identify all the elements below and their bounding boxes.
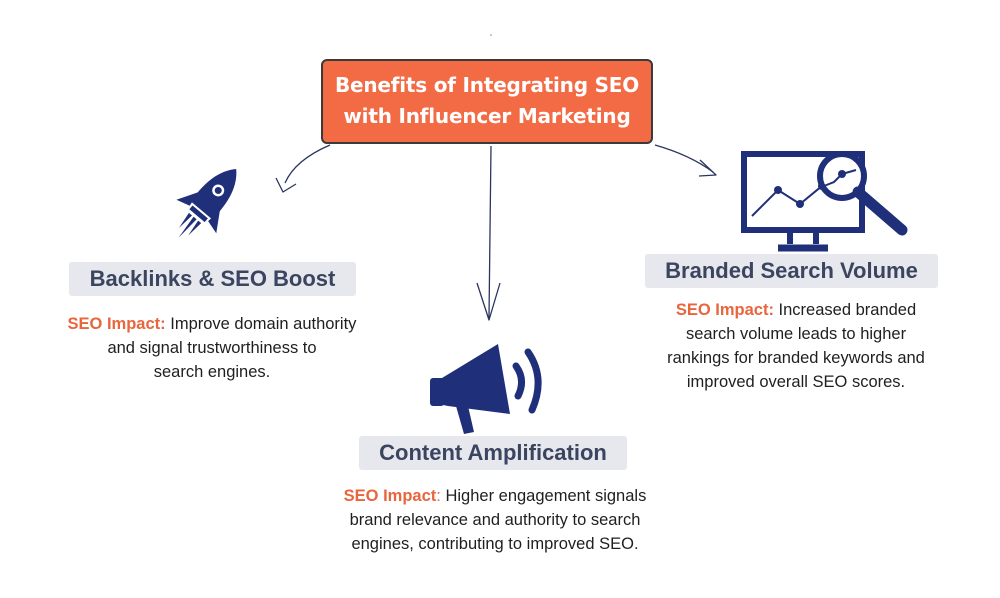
desc-backlinks: SEO Impact: Improve domain authority and… xyxy=(32,312,392,384)
impact-text-content-2: brand relevance and authority to search xyxy=(349,511,641,529)
megaphone-icon xyxy=(430,344,542,434)
impact-label-content: SEO Impact xyxy=(343,487,437,505)
title-line-1: Benefits of Integrating SEO xyxy=(334,73,640,97)
impact-colon-content: : xyxy=(436,487,441,505)
arrow-to-backlinks xyxy=(284,144,331,184)
arrow-to-content xyxy=(488,145,492,319)
heading-backlinks: Backlinks & SEO Boost xyxy=(69,262,356,296)
impact-text-branded-2: search volume leads to higher xyxy=(685,325,907,343)
rocket-icon xyxy=(176,168,237,238)
desc-branded-search: SEO Impact: Increased branded search vol… xyxy=(616,298,976,394)
impact-text-content-3: engines, contributing to improved SEO. xyxy=(351,535,639,553)
impact-text-branded-4: improved overall SEO scores. xyxy=(686,373,906,391)
arrowhead-content xyxy=(476,282,501,321)
arrowhead-backlinks xyxy=(275,177,297,193)
impact-text-branded-1: Increased branded xyxy=(778,301,917,319)
impact-label-backlinks: SEO Impact: xyxy=(67,315,166,333)
impact-text-backlinks-3: search engines. xyxy=(153,363,271,381)
impact-text-branded-3: rankings for branded keywords and xyxy=(667,349,925,367)
impact-text-backlinks-2: and signal trustworthiness to xyxy=(107,339,317,357)
heading-content-amplification: Content Amplification xyxy=(359,436,627,470)
impact-text-backlinks-1: Improve domain authority xyxy=(170,315,357,333)
monitor-magnifier-icon xyxy=(741,151,908,252)
diagram-title: Benefits of Integrating SEO with Influen… xyxy=(321,59,653,144)
impact-label-branded: SEO Impact: xyxy=(675,301,774,319)
impact-text-content-1: Higher engagement signals xyxy=(445,487,647,505)
title-line-2: with Influencer Marketing xyxy=(343,104,631,128)
arrowhead-branded xyxy=(698,159,717,177)
desc-content-amplification: SEO Impact: Higher engagement signals br… xyxy=(300,484,690,556)
heading-branded-search: Branded Search Volume xyxy=(645,254,938,288)
arrow-to-branded xyxy=(654,144,714,173)
